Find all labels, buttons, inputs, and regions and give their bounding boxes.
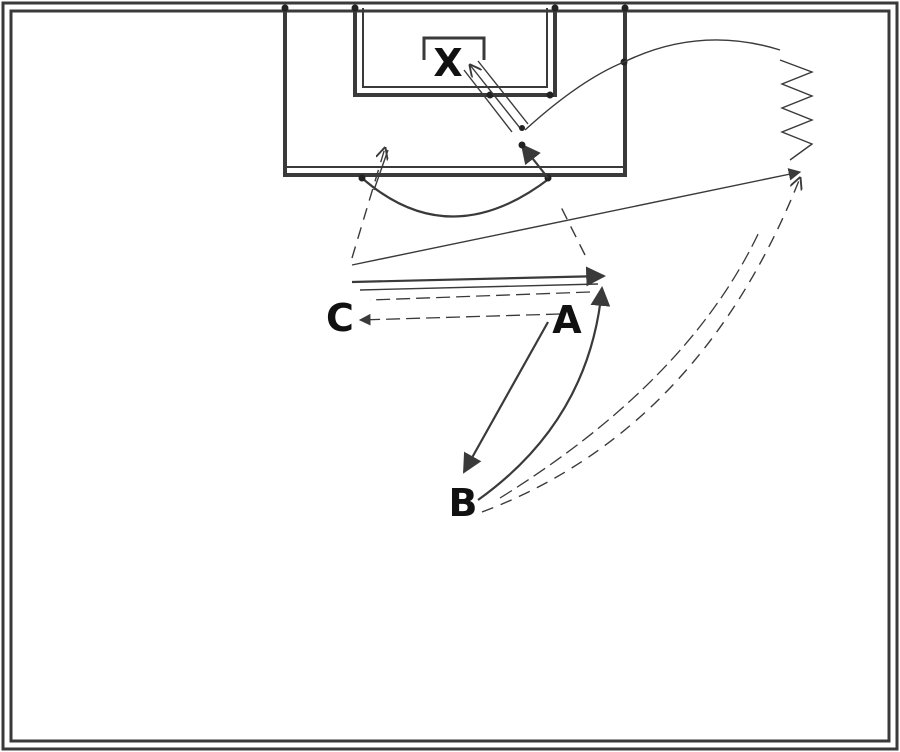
run-a-box-edge	[559, 204, 586, 256]
run-b-to-wing	[481, 178, 800, 513]
dribble-zigzag	[779, 59, 814, 161]
player-c-label: C	[326, 296, 354, 340]
shot-to-goal	[463, 60, 529, 133]
run-into-box	[520, 143, 549, 179]
run-c-near-post	[351, 148, 385, 259]
penalty-arc	[361, 177, 551, 218]
run-c-near-post-tail	[373, 149, 389, 191]
pass-a-to-c	[358, 291, 591, 326]
penalty-area	[283, 8, 627, 177]
player-x: X	[422, 36, 486, 85]
pass-a-to-b	[463, 321, 549, 474]
player-a-label: A	[552, 298, 582, 342]
run-b-to-wing-second	[499, 229, 761, 499]
pass-b-to-a	[477, 286, 611, 501]
player-b-label: B	[449, 481, 478, 525]
cross-pass	[524, 39, 781, 131]
player-x-label: X	[433, 41, 462, 85]
goal-area	[353, 8, 557, 97]
pass-c-to-a	[351, 266, 606, 291]
line-markers	[281, 4, 629, 182]
long-pass-to-wing	[351, 168, 802, 266]
